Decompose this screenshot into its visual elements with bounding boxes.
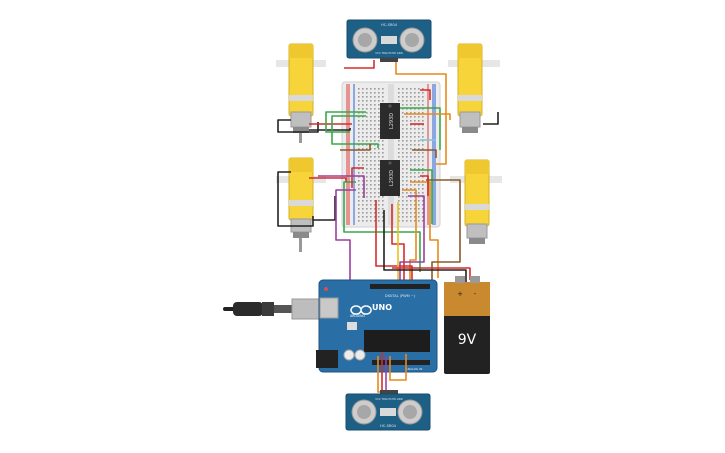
motor-driver-chip-1[interactable]: L293D <box>380 103 400 139</box>
chip-2-label: L293D <box>389 170 395 186</box>
capacitor-1 <box>343 349 355 361</box>
power-jack <box>316 350 338 368</box>
breadboard[interactable] <box>341 81 441 228</box>
sensor-bottom-model: HC-SR04 <box>380 424 397 428</box>
motor-top-left[interactable] <box>276 43 326 143</box>
wires <box>277 60 499 282</box>
analog-header <box>372 360 430 365</box>
ultrasonic-sensor-top[interactable]: HC-SR04 VCC TRIG ECHO GND <box>346 19 432 62</box>
sensor-top-pins: VCC TRIG ECHO GND <box>375 51 402 55</box>
digital-header <box>370 284 430 289</box>
sensor-top-model: HC-SR04 <box>381 23 398 27</box>
ultrasonic-sensor-bottom[interactable]: VCC TRIG ECHO GND HC-SR04 <box>345 390 431 431</box>
analog-header-label: ANALOG IN <box>406 367 423 371</box>
motor-top-right[interactable] <box>448 43 500 133</box>
crystal <box>347 322 357 330</box>
battery-voltage-label: 9V <box>458 332 477 348</box>
battery-plus-label: + <box>457 290 463 298</box>
reset-button[interactable] <box>324 287 328 291</box>
arduino-maker-label: ARDUINO <box>350 314 366 318</box>
chip-1-label: L293D <box>389 113 395 129</box>
battery-9v[interactable]: + - 9V <box>444 276 490 374</box>
sensor-bottom-pins: VCC TRIG ECHO GND <box>375 397 402 401</box>
arduino-brand-label: UNO <box>372 303 392 312</box>
arduino-logo-icon <box>350 305 372 315</box>
usb-cable <box>223 298 331 320</box>
arduino-uno-board[interactable]: DIGITAL (PWM ~) UNO ARDUINO ANALOG IN <box>316 279 438 373</box>
motor-bottom-left[interactable] <box>276 157 326 252</box>
motor-bottom-right[interactable] <box>450 159 502 244</box>
motor-driver-chip-2[interactable]: L293D <box>380 160 400 196</box>
digital-header-label: DIGITAL (PWM ~) <box>385 294 416 298</box>
atmega-chip <box>364 330 430 352</box>
usb-port <box>319 297 339 319</box>
battery-minus-label: - <box>474 290 477 298</box>
capacitor-2 <box>354 349 366 361</box>
